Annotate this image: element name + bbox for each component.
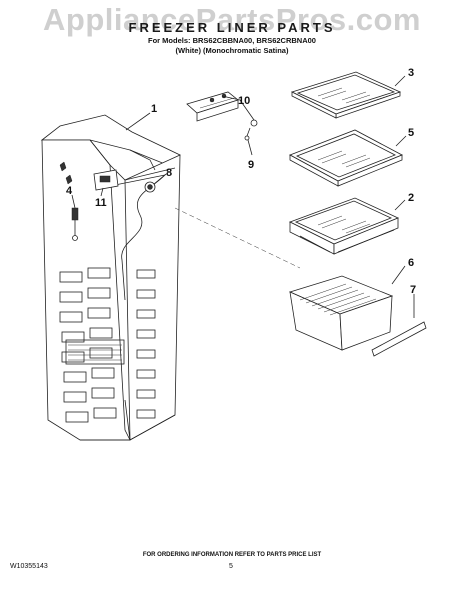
- document-number: W10355143: [10, 563, 48, 570]
- callout-2: 2: [408, 192, 414, 204]
- page-title: FREEZER LINER PARTS: [128, 20, 336, 35]
- callout-leaders: [71, 75, 415, 318]
- callout-5: 5: [408, 127, 414, 139]
- callout-4: 4: [66, 185, 73, 197]
- callout-11: 11: [95, 197, 107, 209]
- freezer-liner-part[interactable]: [40, 114, 181, 441]
- liner-rails-left: [59, 267, 125, 423]
- light-socket-part[interactable]: [71, 207, 79, 241]
- model-colors: (White) (Monochromatic Satina): [175, 46, 289, 55]
- framed-shelf-part[interactable]: [288, 197, 400, 255]
- liner-rails-right: [136, 269, 156, 419]
- rail-strip-part[interactable]: [371, 321, 427, 357]
- light-bracket-part[interactable]: [186, 91, 239, 122]
- callout-10: 10: [238, 95, 250, 107]
- page-number: 5: [229, 563, 233, 570]
- callout-8: 8: [166, 167, 172, 179]
- callout-7: 7: [410, 284, 416, 296]
- glass-shelf-middle-part[interactable]: [289, 129, 403, 187]
- assembly-guide-line: [174, 207, 301, 269]
- control-housing-part[interactable]: [93, 169, 119, 191]
- callout-3: 3: [408, 67, 414, 79]
- freezer-bin-part[interactable]: [288, 275, 394, 351]
- glass-shelf-top-part[interactable]: [290, 71, 402, 119]
- watermark: AppliancePartsPros.com: [43, 2, 421, 37]
- callout-6: 6: [408, 257, 414, 269]
- screw-part[interactable]: [244, 119, 258, 141]
- ordering-note: FOR ORDERING INFORMATION REFER TO PARTS …: [142, 552, 322, 558]
- model-numbers: For Models: BRS62CBBNA00, BRS62CRBNA00: [148, 36, 316, 45]
- bracket-knob-part[interactable]: [144, 181, 156, 193]
- callout-9: 9: [248, 159, 254, 171]
- callout-1: 1: [151, 103, 157, 115]
